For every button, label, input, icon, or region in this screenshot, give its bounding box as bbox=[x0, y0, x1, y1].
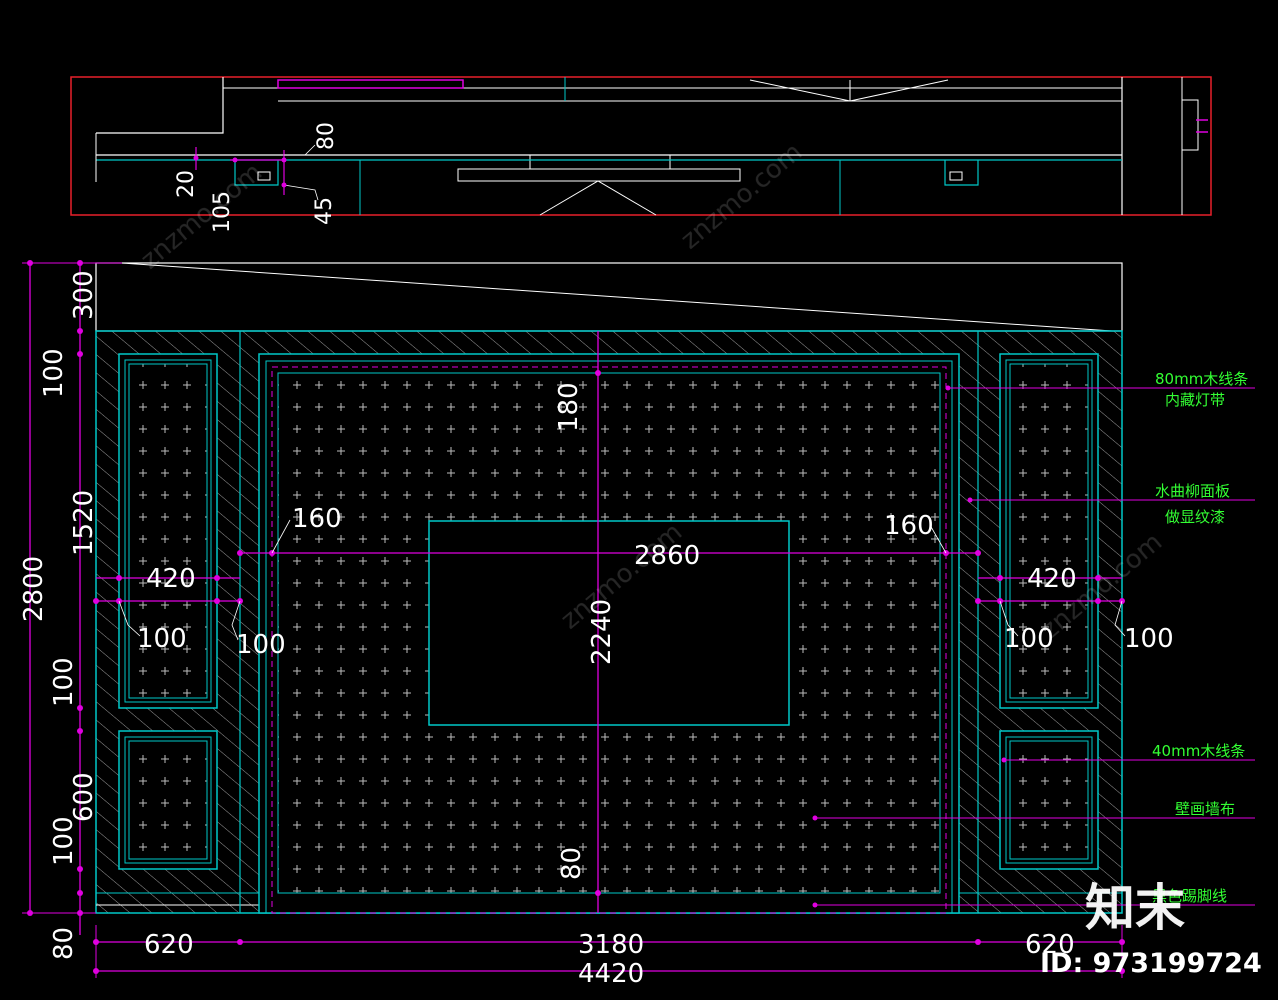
watermark-site-1: znzmo.com bbox=[135, 157, 268, 275]
dim-left-300: 300 bbox=[69, 270, 99, 320]
dim-gap-b: 100 bbox=[236, 630, 286, 660]
dim-bottom-620-left: 620 bbox=[144, 930, 194, 960]
plan-dim-45: 45 bbox=[312, 197, 337, 225]
note-black-skirting: 黑色踢脚线 bbox=[1152, 887, 1227, 905]
annotation-leaders bbox=[812, 385, 1255, 908]
note-80mm-moulding: 80mm木线条 bbox=[1155, 370, 1248, 388]
dim-gap-d: 100 bbox=[1124, 624, 1174, 654]
dim-gap-c: 100 bbox=[1004, 624, 1054, 654]
tv-recess bbox=[428, 520, 790, 726]
note-mural-wallcloth: 壁画墙布 bbox=[1175, 800, 1235, 818]
dim-tv-width: 2860 bbox=[634, 541, 700, 571]
dim-panel-width-left: 420 bbox=[146, 564, 196, 594]
plan-border bbox=[70, 76, 1212, 216]
dim-bottom-620-right: 620 bbox=[1025, 930, 1075, 960]
dim-tv-height: 2240 bbox=[587, 599, 617, 665]
dim-frame-left: 160 bbox=[292, 504, 342, 534]
note-40mm-moulding: 40mm木线条 bbox=[1152, 742, 1245, 760]
note-grain-paint: 做显纹漆 bbox=[1165, 508, 1225, 526]
dim-left-600: 600 bbox=[69, 772, 99, 822]
elevation-view: 180 80 2860 2240 160 160 420 420 100 100… bbox=[19, 260, 1255, 989]
left-panel-top bbox=[118, 353, 218, 709]
left-dimension-chain bbox=[22, 260, 122, 935]
dim-left-100-a: 100 bbox=[39, 348, 69, 398]
dim-bottom-3180: 3180 bbox=[578, 930, 644, 960]
plan-tv bbox=[457, 168, 741, 182]
dim-bottom-gap: 80 bbox=[557, 847, 587, 880]
dim-bottom-4420: 4420 bbox=[578, 959, 644, 989]
dim-left-2800: 2800 bbox=[19, 556, 49, 622]
dim-panel-width-right: 420 bbox=[1027, 564, 1077, 594]
inner-dimensions bbox=[93, 331, 1126, 913]
plan-outline bbox=[96, 77, 224, 134]
left-panel-bottom bbox=[118, 730, 218, 870]
plan-dim-80: 80 bbox=[314, 122, 339, 150]
dim-left-100-b: 100 bbox=[49, 657, 79, 707]
dim-left-80: 80 bbox=[49, 927, 79, 960]
plan-dim-20: 20 bbox=[174, 170, 199, 198]
dim-left-1520: 1520 bbox=[69, 490, 99, 556]
note-ash-veneer-panel: 水曲柳面板 bbox=[1155, 482, 1230, 500]
dim-gap-a: 100 bbox=[137, 624, 187, 654]
dim-left-100-c: 100 bbox=[49, 816, 79, 866]
watermark-brand: 知末 bbox=[1085, 879, 1185, 937]
right-panel-bottom bbox=[999, 730, 1099, 870]
bottom-dimension-chain bbox=[93, 925, 1125, 978]
plan-light-slot bbox=[277, 79, 464, 89]
central-feature-wall bbox=[258, 353, 960, 914]
plan-dim-105: 105 bbox=[210, 191, 235, 233]
right-panel-top bbox=[999, 353, 1099, 709]
dim-frame-right: 160 bbox=[884, 511, 934, 541]
watermark-id: ID: 973199724 bbox=[1040, 948, 1262, 979]
note-hidden-light-strip: 内藏灯带 bbox=[1165, 391, 1225, 409]
dim-top-gap: 180 bbox=[554, 382, 584, 432]
plan-view: 80 20 105 45 bbox=[70, 76, 1212, 233]
